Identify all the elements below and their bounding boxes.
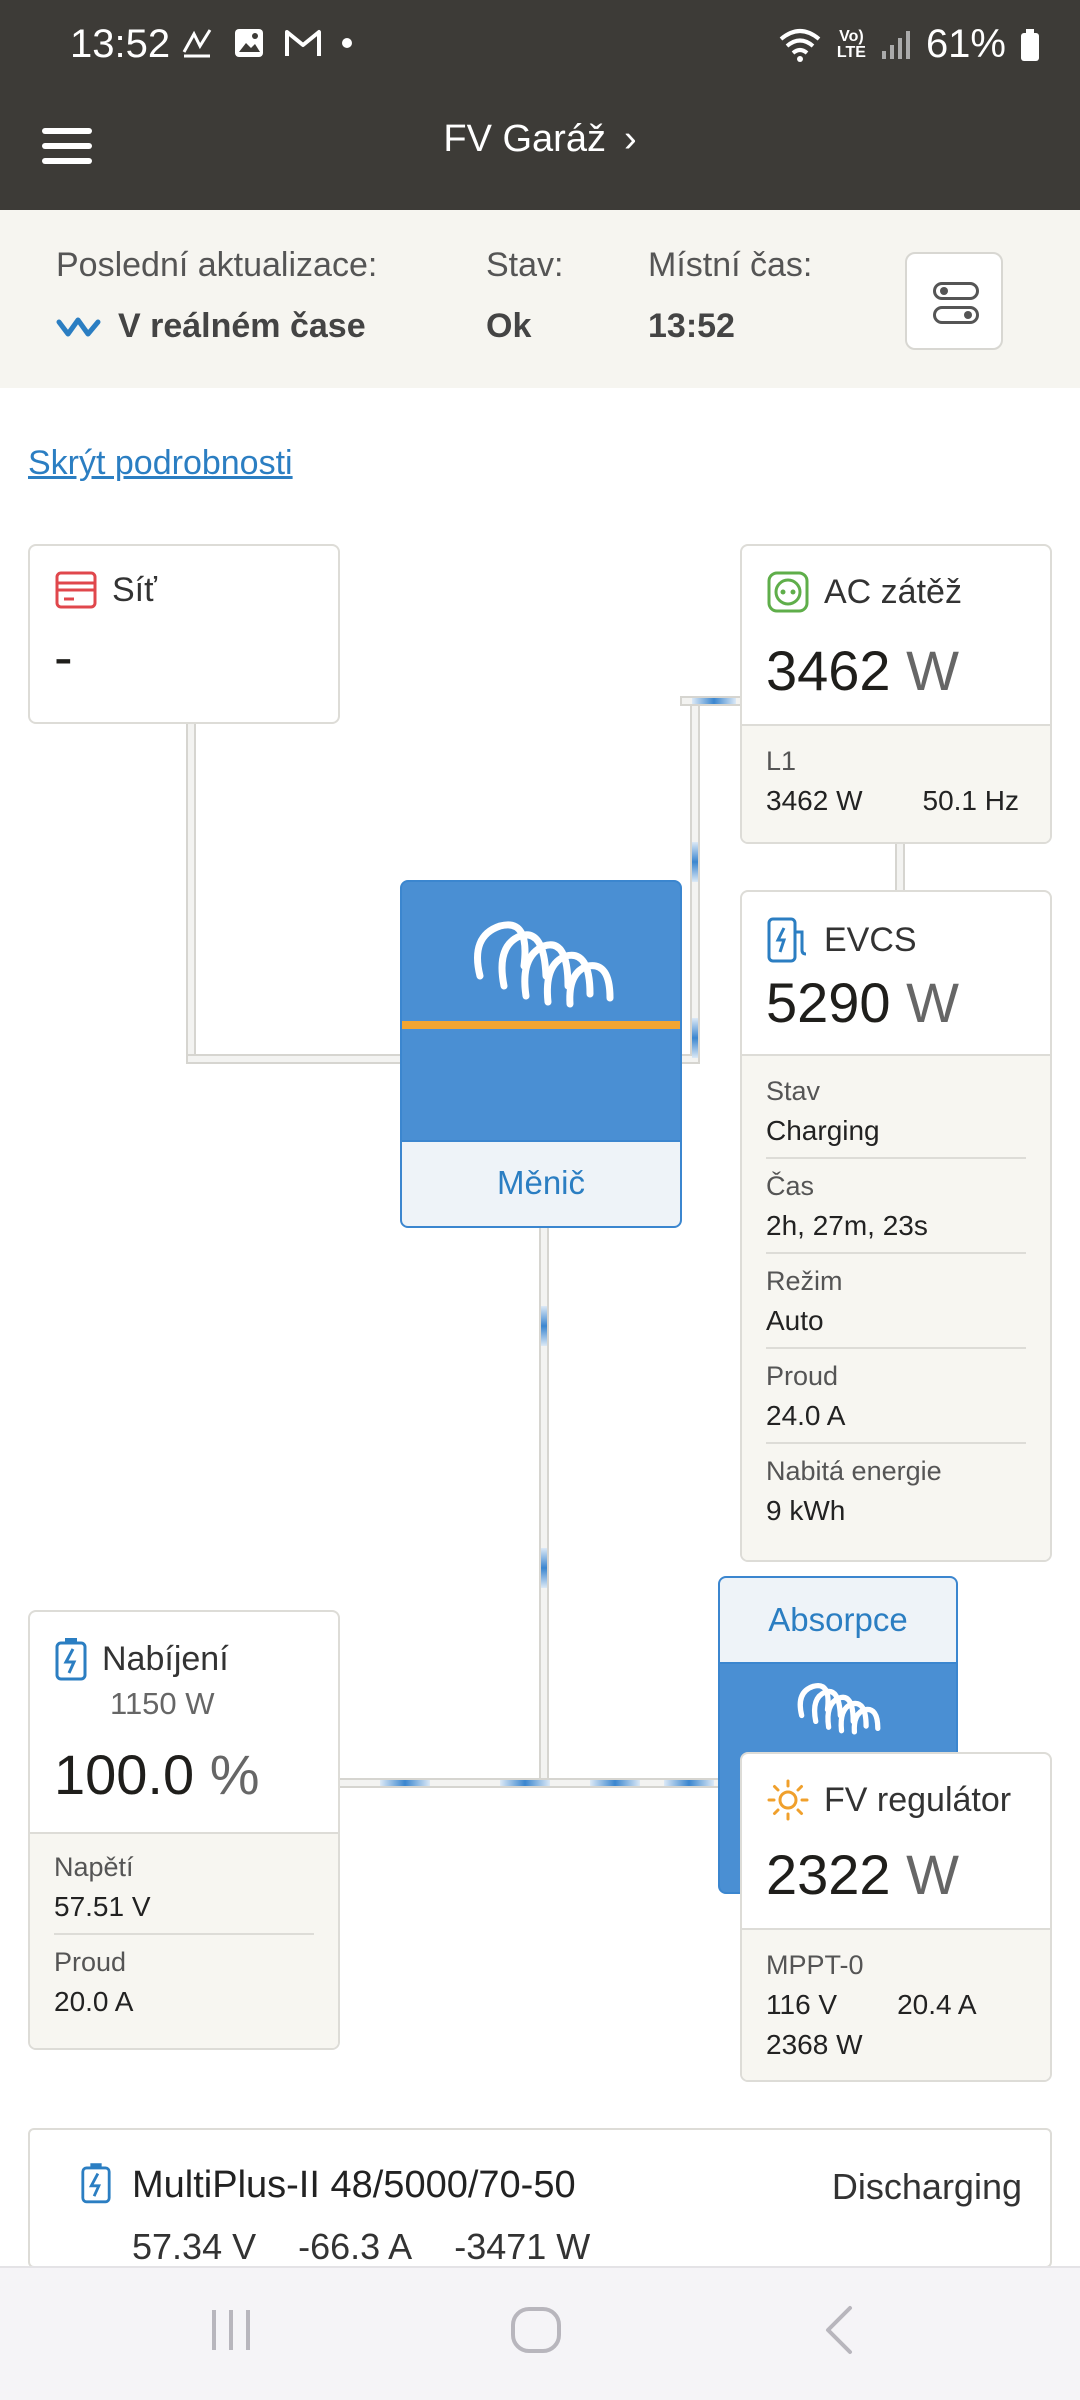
battery-title: Nabíjení [102, 1639, 229, 1678]
ev-charger-icon [767, 917, 807, 963]
evcs-value: 5290 W [766, 971, 959, 1034]
ac-outlet-icon [767, 571, 809, 613]
chevron-right-icon: › [623, 118, 637, 160]
grid-inverter-line [186, 1054, 402, 1064]
battery-power: 1150 W [110, 1686, 215, 1721]
device-card[interactable]: MultiPlus-II 48/5000/70-50 Discharging 5… [28, 2128, 1052, 2268]
notification-icons [180, 26, 354, 60]
device-current: -66.3 A [298, 2226, 413, 2267]
victron-logo-icon [797, 1682, 881, 1735]
device-state: Discharging [831, 2166, 1022, 2207]
local-time: Místní čas: 13:52 [648, 246, 813, 345]
battery-charging-icon [81, 2163, 111, 2204]
system-state: Stav: Ok [486, 246, 564, 345]
pv-value: 2322 W [766, 1843, 959, 1906]
gmail-icon [285, 30, 321, 56]
inverter-label: Měnič [402, 1140, 680, 1226]
status-time: 13:52 [70, 22, 171, 66]
back-icon[interactable] [818, 2304, 858, 2356]
evcs-title: EVCS [824, 920, 917, 959]
status-bar: 13:52 Vo)LTE 61% [0, 0, 1080, 92]
device-voltage: 57.34 V [132, 2226, 257, 2267]
recent-apps-icon[interactable] [206, 2304, 256, 2356]
status-right: Vo)LTE 61% [777, 22, 1040, 67]
mppt-label: MPPT-0 [766, 1950, 864, 1980]
ac-phase-frequency: 50.1 Hz [922, 785, 1020, 816]
ac-load-title: AC zátěž [824, 572, 962, 611]
sun-icon [767, 1779, 809, 1821]
battery-charging-icon [55, 1638, 87, 1681]
view-toggle-button[interactable] [905, 252, 1003, 350]
local-time-value: 13:52 [648, 307, 735, 345]
lte-indicator: Vo)LTE [836, 27, 866, 61]
system-nav-bar [0, 2266, 1080, 2400]
battery-soc: 100.0 % [54, 1743, 260, 1806]
victron-logo-icon [474, 921, 614, 1008]
mppt-power: 2368 W [766, 2029, 863, 2060]
system-state-value: Ok [486, 307, 532, 345]
grid-card[interactable]: Síť - [28, 544, 340, 724]
status-info-bar: Poslední aktualizace: V reálném čase Sta… [0, 210, 1080, 388]
realtime-wave-icon [56, 317, 101, 336]
wifi-icon [779, 28, 821, 62]
device-title: MultiPlus-II 48/5000/70-50 [132, 2164, 576, 2206]
grid-value: - [54, 625, 73, 688]
home-icon[interactable] [508, 2304, 564, 2356]
hamburger-menu-icon[interactable] [42, 122, 92, 172]
grid-connection-line [186, 722, 196, 1064]
ac-phase-power: 3462 W [766, 785, 863, 816]
ac-phase-label: L1 [766, 746, 797, 776]
grid-icon [55, 571, 97, 609]
hide-details-link[interactable]: Skrýt podrobnosti [28, 444, 293, 482]
gallery-icon [235, 29, 263, 57]
last-update-value: V reálném čase [118, 307, 366, 345]
inverter-card[interactable]: Měnič [400, 880, 682, 1228]
mppt-voltage: 116 V [766, 1989, 838, 2020]
grid-title: Síť [112, 570, 157, 609]
app-notification-icon [182, 29, 212, 58]
pv-title: FV regulátor [824, 1780, 1012, 1819]
battery-percent: 61% [925, 22, 1006, 66]
battery-icon [1021, 28, 1039, 61]
toggle-icon [933, 282, 979, 300]
ac-load-value: 3462 W [766, 639, 959, 702]
inverter-stripe [402, 1021, 680, 1029]
pv-charger-card[interactable]: FV regulátor 2322 W MPPT-0 116 V 20.4 A … [740, 1752, 1052, 2082]
signal-icon [881, 30, 910, 59]
ac-evcs-line [895, 838, 905, 894]
dot-icon [342, 38, 352, 48]
app-bar: FV Garáž› [0, 92, 1080, 210]
installation-title[interactable]: FV Garáž› [443, 118, 637, 160]
ac-load-card[interactable]: AC zátěž 3462 W L1 3462 W 50.1 Hz [740, 544, 1052, 844]
mppt-current: 20.4 A [897, 1989, 977, 2020]
device-power: -3471 W [454, 2226, 591, 2267]
last-update: Poslední aktualizace: V reálném čase [56, 246, 378, 345]
charger-state: Absorpce [720, 1578, 956, 1664]
